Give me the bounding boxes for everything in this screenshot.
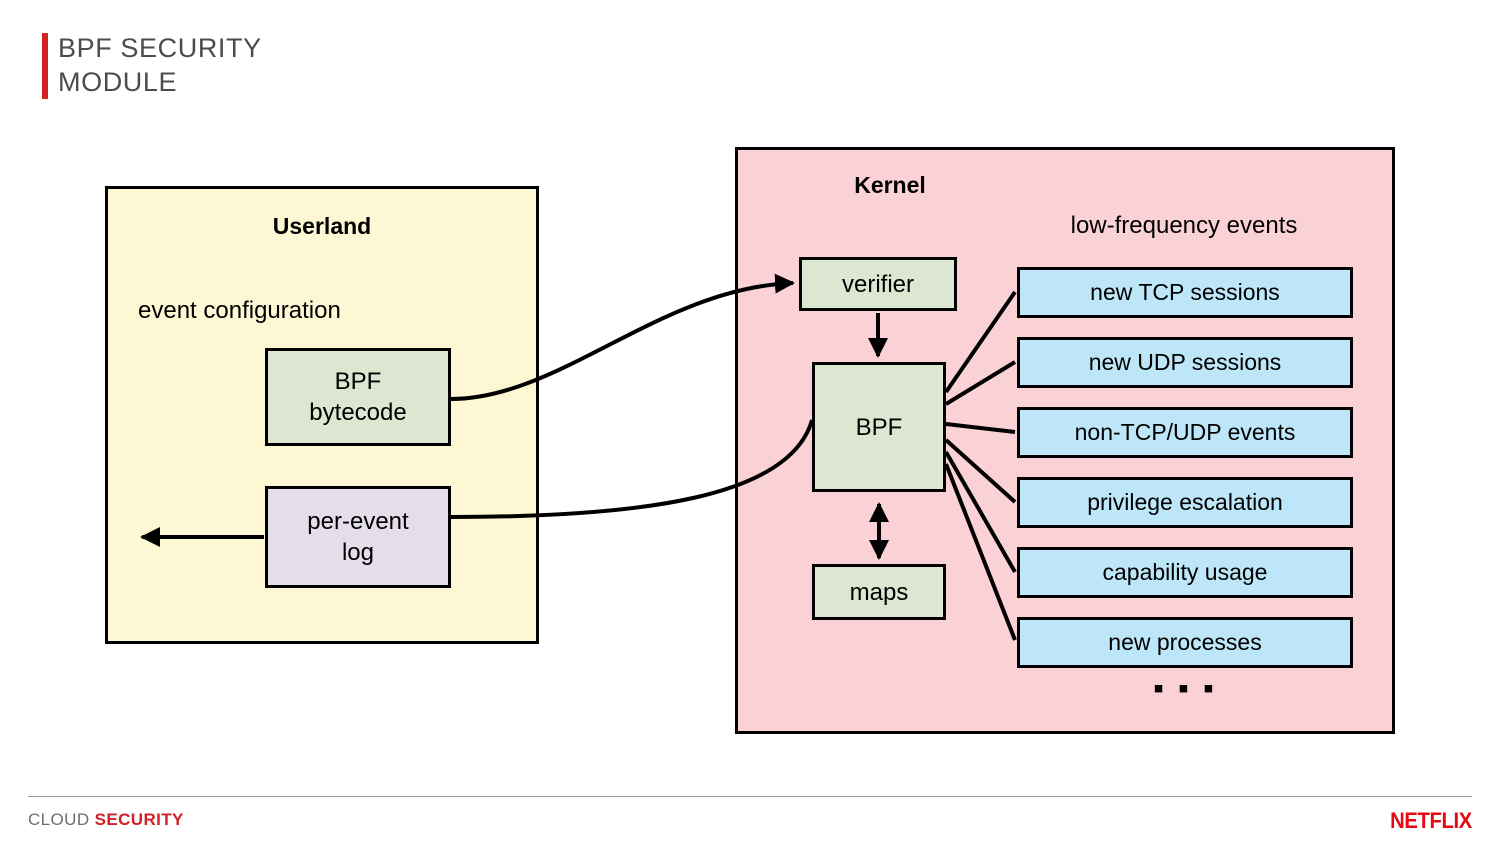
- event-box[interactable]: privilege escalation: [1017, 477, 1353, 528]
- page-title: BPF SECURITY MODULE: [58, 33, 262, 97]
- kernel-title: Kernel: [854, 172, 926, 198]
- kernel-caption: low-frequency events: [1070, 212, 1298, 239]
- node-verifier[interactable]: verifier: [799, 257, 957, 311]
- architecture-diagram: Userland event configuration Kernel low-…: [105, 147, 1395, 734]
- userland-caption: event configuration: [138, 297, 341, 324]
- node-maps[interactable]: maps: [812, 564, 946, 620]
- node-bpf-bytecode[interactable]: BPF bytecode: [265, 348, 451, 446]
- netflix-logo: NETFLIX: [1390, 808, 1472, 833]
- node-bpf[interactable]: BPF: [812, 362, 946, 492]
- footer-brand-security: SECURITY: [94, 810, 184, 829]
- event-box[interactable]: new UDP sessions: [1017, 337, 1353, 388]
- node-per-event-log[interactable]: per-event log: [265, 486, 451, 588]
- events-ellipsis: ▪ ▪ ▪: [1153, 672, 1217, 705]
- event-box[interactable]: new processes: [1017, 617, 1353, 668]
- footer-brand: CLOUD SECURITY: [28, 810, 184, 830]
- footer-divider: [28, 796, 1472, 797]
- footer-brand-cloud: CLOUD: [28, 810, 90, 829]
- event-box[interactable]: non-TCP/UDP events: [1017, 407, 1353, 458]
- event-box[interactable]: new TCP sessions: [1017, 267, 1353, 318]
- userland-title: Userland: [272, 213, 372, 239]
- title-accent-bar: [42, 33, 48, 99]
- event-box[interactable]: capability usage: [1017, 547, 1353, 598]
